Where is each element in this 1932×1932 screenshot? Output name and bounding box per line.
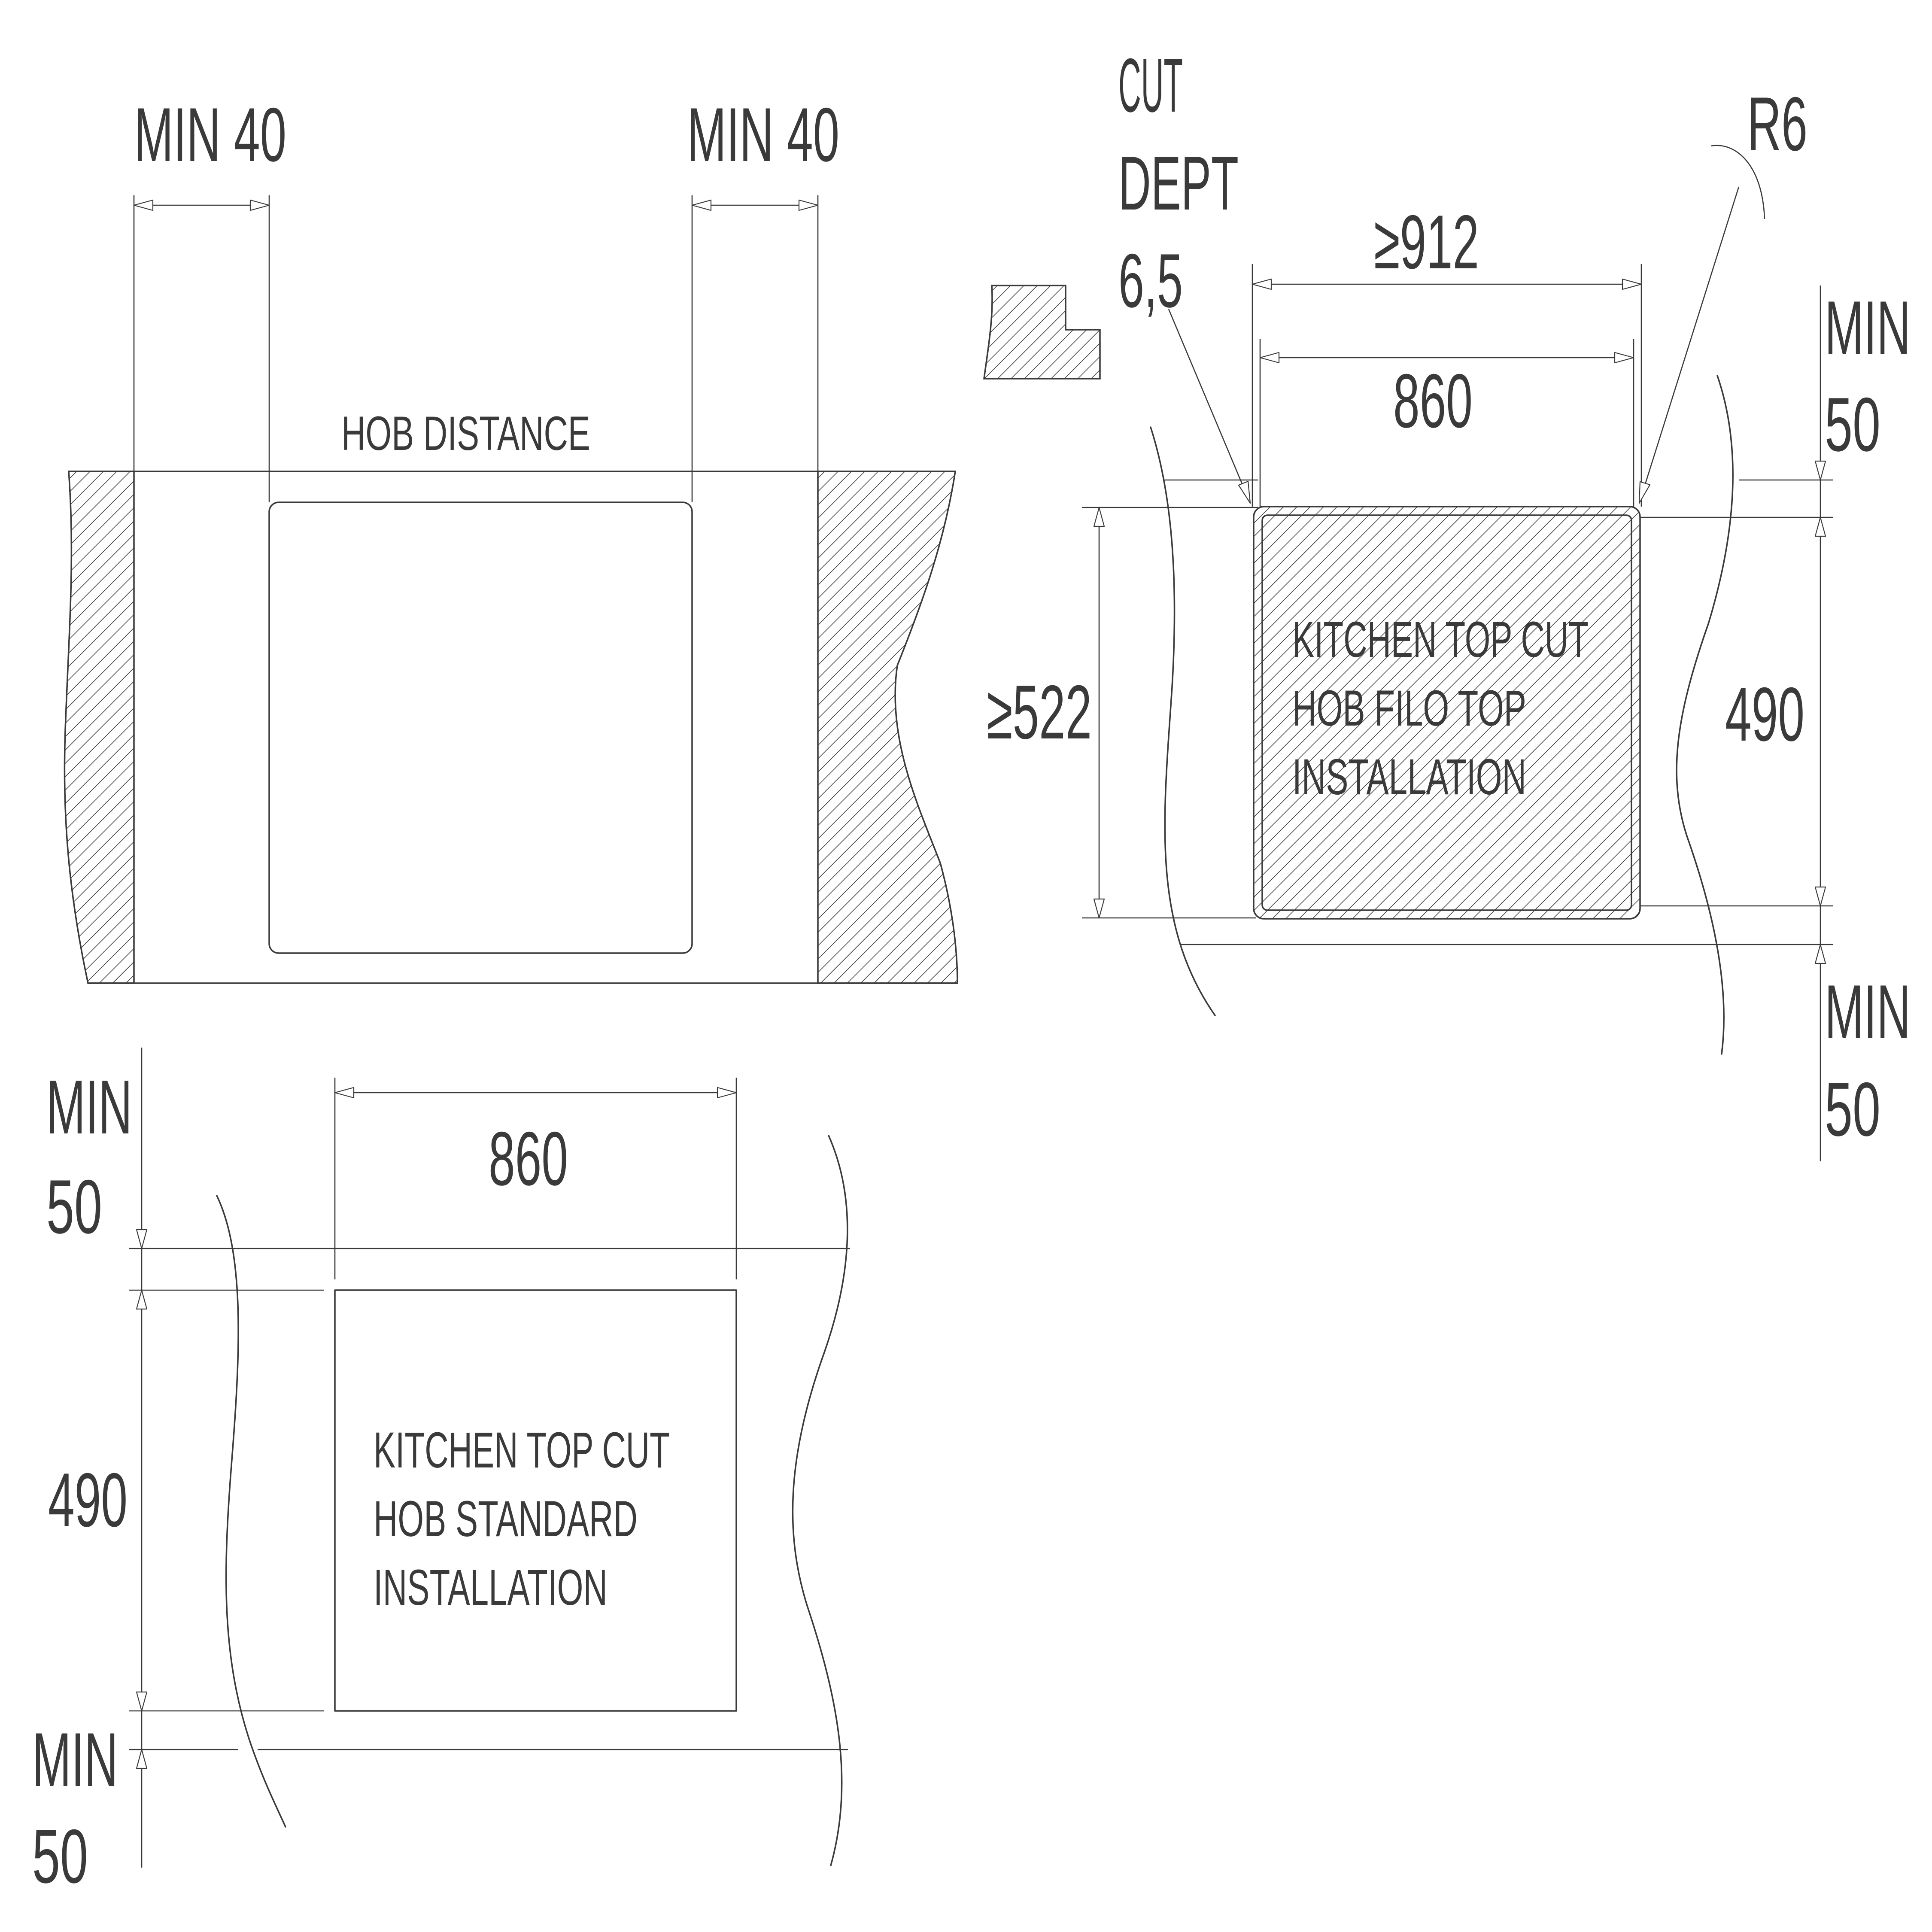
cut-depth-line-1: CUT <box>1118 43 1183 128</box>
outer-height-label: ≥522 <box>987 669 1092 755</box>
std-top-margin-line-1: MIN <box>46 1064 132 1150</box>
std-bottom-margin-line-1: MIN <box>32 1717 118 1802</box>
inner-width-label: 860 <box>1393 358 1473 444</box>
bottom-margin-line-2: 50 <box>1825 1066 1880 1152</box>
hob-outline <box>268 501 693 954</box>
inner-cut <box>1261 514 1632 911</box>
std-height-label: 490 <box>48 1457 128 1543</box>
cut-depth-line-2: DEPT <box>1118 140 1239 226</box>
right-margin-label: MIN 40 <box>687 92 839 177</box>
cut-depth-profile <box>983 285 1101 380</box>
cut-label-line-1: KITCHEN TOP CUT <box>1292 611 1589 668</box>
hob-distance-view: MIN 40 MIN 40 HOB DISTANCE <box>64 92 958 984</box>
rebate-frame <box>1253 506 1641 920</box>
filo-top-view: CUT DEPT 6,5 R6 ≥912 860 ≥522 490 MIN 50… <box>983 43 1911 1161</box>
cut-label-line-2: HOB FILO TOP <box>1292 680 1526 737</box>
std-top-margin-line-2: 50 <box>46 1164 102 1249</box>
std-cut-label-line-1: KITCHEN TOP CUT <box>374 1422 670 1479</box>
inner-height-label: 490 <box>1725 671 1804 757</box>
standard-cut <box>334 1289 737 1712</box>
std-width-label: 860 <box>489 1116 568 1201</box>
cut-depth-line-3: 6,5 <box>1118 238 1183 323</box>
left-margin-label: MIN 40 <box>134 92 286 177</box>
std-cut-label-line-2: HOB STANDARD <box>374 1491 638 1547</box>
left-worktop-section <box>64 471 135 984</box>
radius-label: R6 <box>1747 81 1807 167</box>
cut-label-line-3: INSTALLATION <box>1292 749 1526 805</box>
top-margin-line-1: MIN <box>1825 285 1911 371</box>
std-cut-label-line-3: INSTALLATION <box>374 1559 608 1616</box>
bottom-margin-line-1: MIN <box>1825 969 1911 1054</box>
right-worktop-section <box>817 471 958 984</box>
outer-width-label: ≥912 <box>1374 199 1479 285</box>
standard-installation-view: 860 490 MIN 50 MIN 50 KITCHEN TOP CUT HO… <box>32 1048 850 1899</box>
top-margin-line-2: 50 <box>1825 382 1880 467</box>
hob-distance-label: HOB DISTANCE <box>341 407 590 460</box>
std-bottom-margin-line-2: 50 <box>32 1814 88 1899</box>
